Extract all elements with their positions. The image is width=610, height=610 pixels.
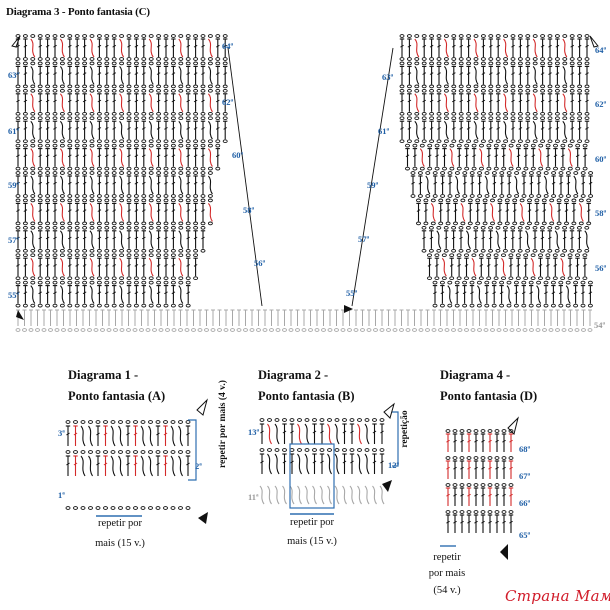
d3-right-row-58: 58ª	[595, 208, 607, 218]
d3-base-row-54: 54ª	[594, 320, 606, 330]
diagram2-title-line2: Ponto fantasia (B)	[258, 389, 355, 403]
d3-left-row-62: 62ª	[222, 97, 234, 107]
d3-left-row-56: 56ª	[254, 258, 266, 268]
d1-repeat-vertical: repetir por mais (4 v.)	[218, 380, 228, 468]
d3-turn-arrow-top-left	[11, 35, 21, 48]
diagram2-stitches	[259, 418, 385, 505]
d3-start-arrow-right	[344, 305, 353, 313]
d2-row-13: 13ª	[248, 427, 260, 437]
d2-row-12: 12ª	[388, 460, 400, 470]
diagram2-title-line1: Diagrama 2 -	[258, 368, 329, 382]
d4-turn-arrow	[507, 416, 519, 435]
d4-row-65: 65ª	[519, 530, 531, 540]
d3-right-row-64: 64ª	[595, 45, 607, 55]
d3-shaping-lines	[227, 47, 394, 307]
d3-right-row-63: 63ª	[382, 72, 394, 82]
d3-left-row-64: 64ª	[222, 41, 234, 51]
d3-left-block	[15, 34, 228, 308]
d3-left-row-57: 57ª	[8, 235, 20, 245]
d3-left-row-61: 61ª	[8, 126, 20, 136]
d3-right-row-57: 57ª	[358, 234, 370, 244]
d3-right-block	[399, 34, 594, 308]
d2-repeat-line2: mais (15 v.)	[287, 536, 337, 547]
d4-start-arrow	[500, 544, 508, 560]
d1-row-3: 3ª	[58, 428, 65, 438]
d4-row-67: 67ª	[519, 471, 531, 481]
d3-right-row-61: 61ª	[378, 126, 390, 136]
d2-repeat-box	[289, 443, 335, 509]
d2-turn-arrow	[383, 402, 395, 419]
d2-repeat-line1: repetir por	[289, 517, 335, 528]
diagram4-title-line2: Ponto fantasia (D)	[440, 389, 538, 403]
diagram4-title-line1: Diagrama 4 -	[440, 368, 511, 382]
d1-row-1: 1ª	[58, 490, 65, 500]
d1-turn-arrow	[196, 398, 208, 416]
d1-vertical-bracket	[188, 419, 197, 481]
d3-left-row-63: 63ª	[8, 70, 20, 80]
d3-right-row-59: 59ª	[367, 180, 379, 190]
d3-left-row-60: 60ª	[232, 150, 244, 160]
d2-repeat-vertical: repetição	[400, 410, 410, 448]
d3-left-row-58: 58ª	[243, 205, 255, 215]
d4-row-66: 66ª	[519, 498, 531, 508]
d4-row-68: 68ª	[519, 444, 531, 454]
diagram4-stitches	[445, 429, 514, 533]
d4-repeat-line1: repetir	[433, 552, 461, 563]
d2-start-arrow	[382, 480, 392, 492]
d4-repeat-line2: por mais	[428, 568, 466, 579]
d2-vertical-bracket	[392, 411, 399, 467]
d1-repeat-line2: mais (15 v.)	[95, 538, 145, 549]
d3-base-row-54-stitches	[15, 309, 593, 332]
d3-left-row-59: 59ª	[8, 180, 20, 190]
d3-right-row-56: 56ª	[595, 263, 607, 273]
d4-repeat-line3: (54 v.)	[433, 585, 461, 596]
d3-right-row-60: 60ª	[595, 154, 607, 164]
d3-right-row-55: 55ª	[346, 288, 358, 298]
watermark-text: Страна Мам	[505, 587, 610, 605]
d1-repeat-line1: repetir por	[97, 518, 143, 529]
diagram1-title-line2: Ponto fantasia (A)	[68, 389, 166, 403]
d1-start-arrow	[198, 512, 208, 524]
d1-row-2: 2ª	[195, 461, 202, 471]
d3-turn-arrow-top-right	[589, 35, 599, 48]
diagram1-stitches	[65, 420, 191, 510]
d3-left-row-55: 55ª	[8, 290, 20, 300]
d3-right-row-62: 62ª	[595, 99, 607, 109]
d2-row-11: 11ª	[248, 492, 259, 502]
diagram1-title-line1: Diagrama 1 -	[68, 368, 139, 382]
d3-start-arrow-left	[16, 310, 24, 320]
diagram3-title: Diagrama 3 - Ponto fantasia (C)	[6, 6, 150, 18]
